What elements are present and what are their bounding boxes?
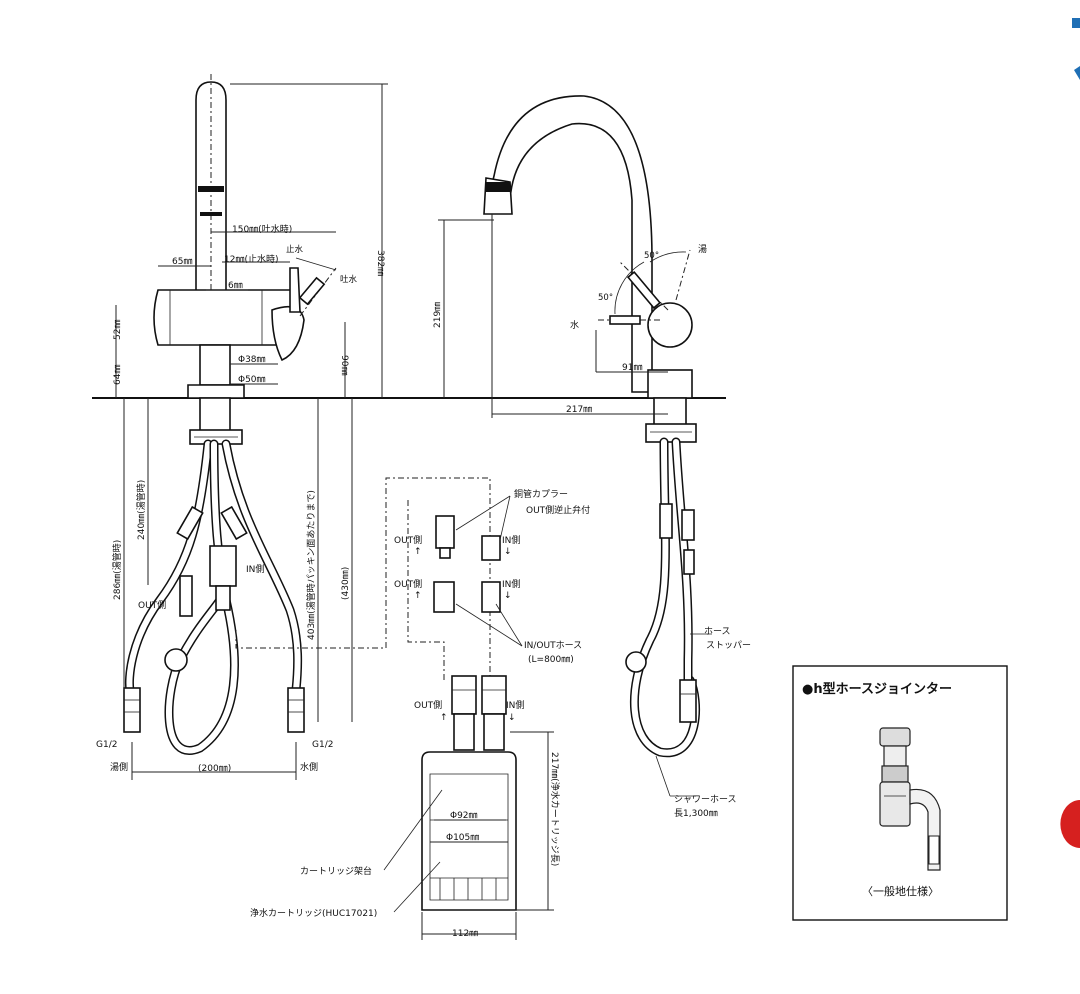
center-dimensions bbox=[383, 731, 554, 940]
dim-angle-50b: 50° bbox=[598, 293, 613, 303]
dim-382: 382㎜ bbox=[375, 250, 385, 276]
dim-g-left: G1/2 bbox=[96, 740, 117, 750]
dim-112: 112㎜ bbox=[452, 929, 478, 939]
edge-blue-mark bbox=[1072, 18, 1080, 28]
dim-90: 90㎜ bbox=[339, 355, 349, 375]
label-stop-water: 止水 bbox=[286, 244, 304, 255]
arrow-in-top: ↓ bbox=[504, 547, 512, 557]
arrow-out-mid: ↑ bbox=[414, 591, 422, 601]
right-dimensions bbox=[438, 214, 712, 797]
inset-hose-jointer: ●h型ホースジョインター 〈一般地仕様〉 bbox=[792, 665, 1008, 921]
center-connections bbox=[235, 477, 523, 680]
dim-phi92: Φ92㎜ bbox=[450, 811, 478, 821]
dim-217v: 217㎜(浄水カートリッジ長) bbox=[549, 752, 561, 866]
label-in-side-left: IN側 bbox=[246, 563, 264, 575]
arrow-in-mid: ↓ bbox=[504, 591, 512, 601]
arrow-out-low: ↑ bbox=[440, 713, 448, 723]
dim-240: 240㎜(湯管時) bbox=[135, 480, 147, 540]
dim-g-right: G1/2 bbox=[312, 740, 333, 750]
dim-phi105: Φ105㎜ bbox=[446, 833, 479, 843]
label-out-side-left: OUT側 bbox=[138, 599, 166, 611]
dim-430: (430㎜) bbox=[341, 567, 351, 600]
hose-jointer-illustration bbox=[879, 727, 941, 871]
label-hot-side: 湯側 bbox=[110, 761, 128, 773]
label-inout-hose-1: IN/OUTホース bbox=[524, 640, 582, 651]
dim-219: 219㎜ bbox=[433, 302, 443, 328]
label-in-mid: IN側 bbox=[502, 578, 520, 590]
left-hoses bbox=[123, 439, 305, 755]
dim-64: 64㎜ bbox=[113, 365, 123, 385]
label-hot: 湯 bbox=[698, 244, 707, 255]
right-faucet bbox=[483, 95, 697, 443]
inset-title: ●h型ホースジョインター bbox=[802, 681, 952, 697]
inset-caption: 〈一般地仕様〉 bbox=[862, 884, 939, 898]
edge-red-mark bbox=[1060, 800, 1080, 848]
label-cartridge: 浄水カートリッジ(HUC17021) bbox=[250, 907, 377, 919]
dim-91: 91㎜ bbox=[622, 363, 642, 373]
dim-217: 217㎜ bbox=[566, 405, 592, 415]
arrow-out-top: ↑ bbox=[414, 547, 422, 557]
dim-200: (200㎜) bbox=[198, 764, 231, 774]
label-out-top: OUT側 bbox=[394, 534, 422, 546]
dim-403: 403㎜(湯管時パッキン面あたりまで) bbox=[305, 490, 317, 640]
label-hose-stopper-2: ストッパー bbox=[706, 640, 751, 651]
label-out-low: OUT側 bbox=[414, 699, 442, 711]
dim-phi50: Φ50㎜ bbox=[238, 375, 266, 385]
dim-6: 6㎜ bbox=[228, 281, 243, 291]
label-shower-hose-1: シャワーホース bbox=[674, 794, 737, 805]
dim-286: 286㎜(湯管時) bbox=[111, 540, 123, 600]
dim-phi38: Φ38㎜ bbox=[238, 355, 266, 365]
label-coupler-2: OUT側逆止弁付 bbox=[526, 504, 590, 516]
label-coupler-1: 銅管カプラー bbox=[514, 488, 568, 500]
left-view-text: 150㎜(吐水時) 止水 12㎜(止水時) 吐水 65㎜ 6㎜ 52㎜ 64㎜ … bbox=[96, 223, 385, 774]
label-cold: 水 bbox=[570, 319, 579, 331]
center-view-text: 銅管カプラー OUT側逆止弁付 OUT側 ↑ IN側 ↓ OUT側 ↑ IN側 … bbox=[250, 488, 590, 939]
label-inout-hose-2: (L=800㎜) bbox=[528, 655, 574, 665]
label-hose-stopper-1: ホース bbox=[704, 626, 731, 637]
dim-52: 52㎜ bbox=[113, 320, 123, 340]
label-shower-hose-2: 長1,300㎜ bbox=[674, 808, 718, 819]
left-faucet bbox=[153, 74, 337, 445]
left-dimensions bbox=[115, 83, 388, 780]
label-discharge: 吐水 bbox=[340, 274, 358, 285]
dim-65: 65㎜ bbox=[172, 257, 192, 267]
dim-150: 150㎜(吐水時) bbox=[232, 223, 292, 235]
right-hoses bbox=[625, 437, 701, 758]
label-cold-side: 水側 bbox=[300, 761, 318, 773]
label-cart-stand: カートリッジ架台 bbox=[300, 865, 372, 877]
right-view-text: 219㎜ 217㎜ 91㎜ 50° 50° 湯 水 ホース ストッパー シャワー… bbox=[433, 244, 751, 819]
arrow-in-low: ↓ bbox=[508, 713, 516, 723]
edge-blue-arrow bbox=[1074, 66, 1080, 80]
cartridge-assembly bbox=[421, 675, 517, 911]
dim-12: 12㎜(止水時) bbox=[224, 253, 278, 265]
label-in-top: IN側 bbox=[502, 534, 520, 546]
label-out-mid: OUT側 bbox=[394, 578, 422, 590]
dim-angle-50a: 50° bbox=[644, 251, 659, 261]
label-in-low: IN側 bbox=[506, 699, 524, 711]
